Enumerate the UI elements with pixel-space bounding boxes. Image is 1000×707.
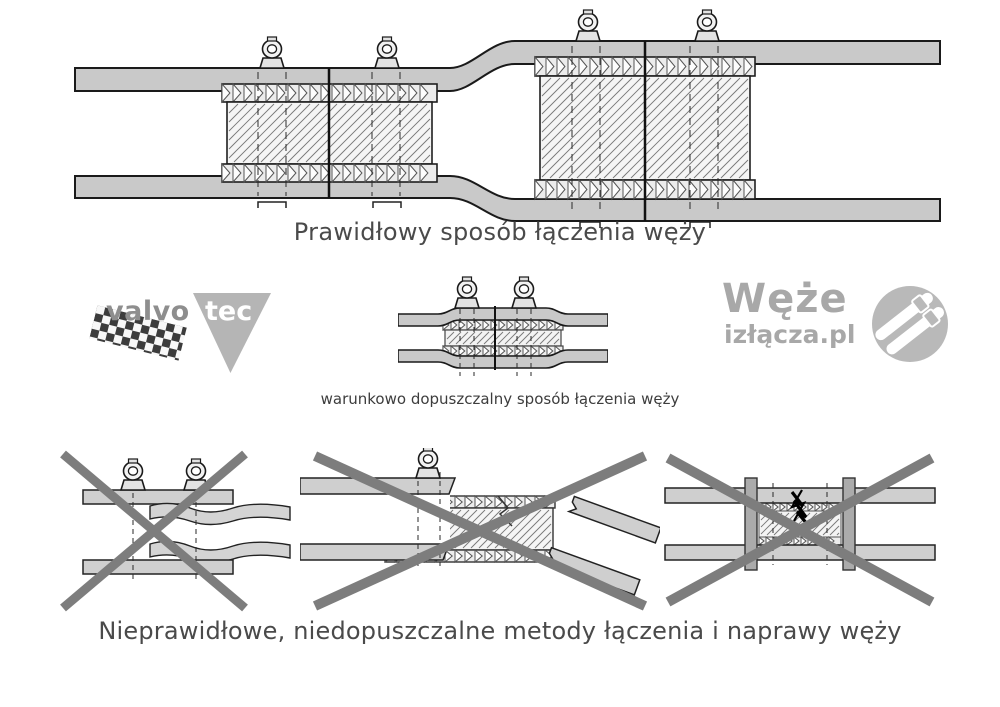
wrong-method-2-diagram xyxy=(300,448,660,611)
ear-clamp-icon xyxy=(259,36,285,69)
slanted-hose xyxy=(543,495,660,596)
wire-twist-icon xyxy=(789,489,810,527)
prohibition-cross-icon xyxy=(665,453,935,607)
ear-clamp-icon xyxy=(120,458,146,491)
hose-top-wall xyxy=(398,307,608,327)
prohibition-cross-icon xyxy=(312,451,648,611)
correct-method-diagram xyxy=(74,9,941,228)
left-connector xyxy=(221,68,438,198)
prohibition-cross-icon xyxy=(60,450,248,612)
weze-logo-title: Węże xyxy=(722,276,848,322)
valvotec-word1: valvo xyxy=(106,296,190,327)
caption-conditional-method: warunkowo dopuszczalny sposób łączenia w… xyxy=(320,390,680,408)
wrong-method-1-diagram xyxy=(60,450,291,612)
hoses-badge-icon xyxy=(870,284,950,364)
caption-incorrect-methods: Nieprawidłowe, niedopuszczalne metody łą… xyxy=(98,617,902,645)
clamp-mark xyxy=(689,221,711,228)
ear-clamp-icon xyxy=(694,9,720,42)
hose-wall xyxy=(300,543,451,561)
ear-clamp-icon xyxy=(511,276,537,309)
clamp-mark xyxy=(372,201,402,208)
right-connector xyxy=(534,41,756,221)
valvotec-logo: valvo tec xyxy=(88,288,283,380)
ear-clamp-icon xyxy=(374,36,400,69)
ear-clamp-icon xyxy=(415,448,441,479)
conditional-method-diagram xyxy=(398,276,608,376)
ear-clamp-icon xyxy=(454,276,480,309)
weze-logo-subtitle: izłącza.pl xyxy=(724,320,856,349)
hose-interior xyxy=(300,494,450,544)
hose-top-wall xyxy=(74,40,941,92)
wrong-method-3-diagram xyxy=(664,453,936,607)
hose-bottom-wall xyxy=(398,349,608,369)
hose-wall xyxy=(664,544,936,561)
hose-bottom-wall xyxy=(74,175,941,222)
caption-correct-method: Prawidłowy sposób łączenia węży xyxy=(293,218,707,246)
clamp-mark xyxy=(579,221,601,228)
wezeizlacza-logo: Węże izłącza.pl xyxy=(722,276,962,370)
valvotec-word2: tec xyxy=(205,296,253,327)
clamp-mark xyxy=(257,201,287,208)
ear-clamp-icon xyxy=(575,9,601,42)
